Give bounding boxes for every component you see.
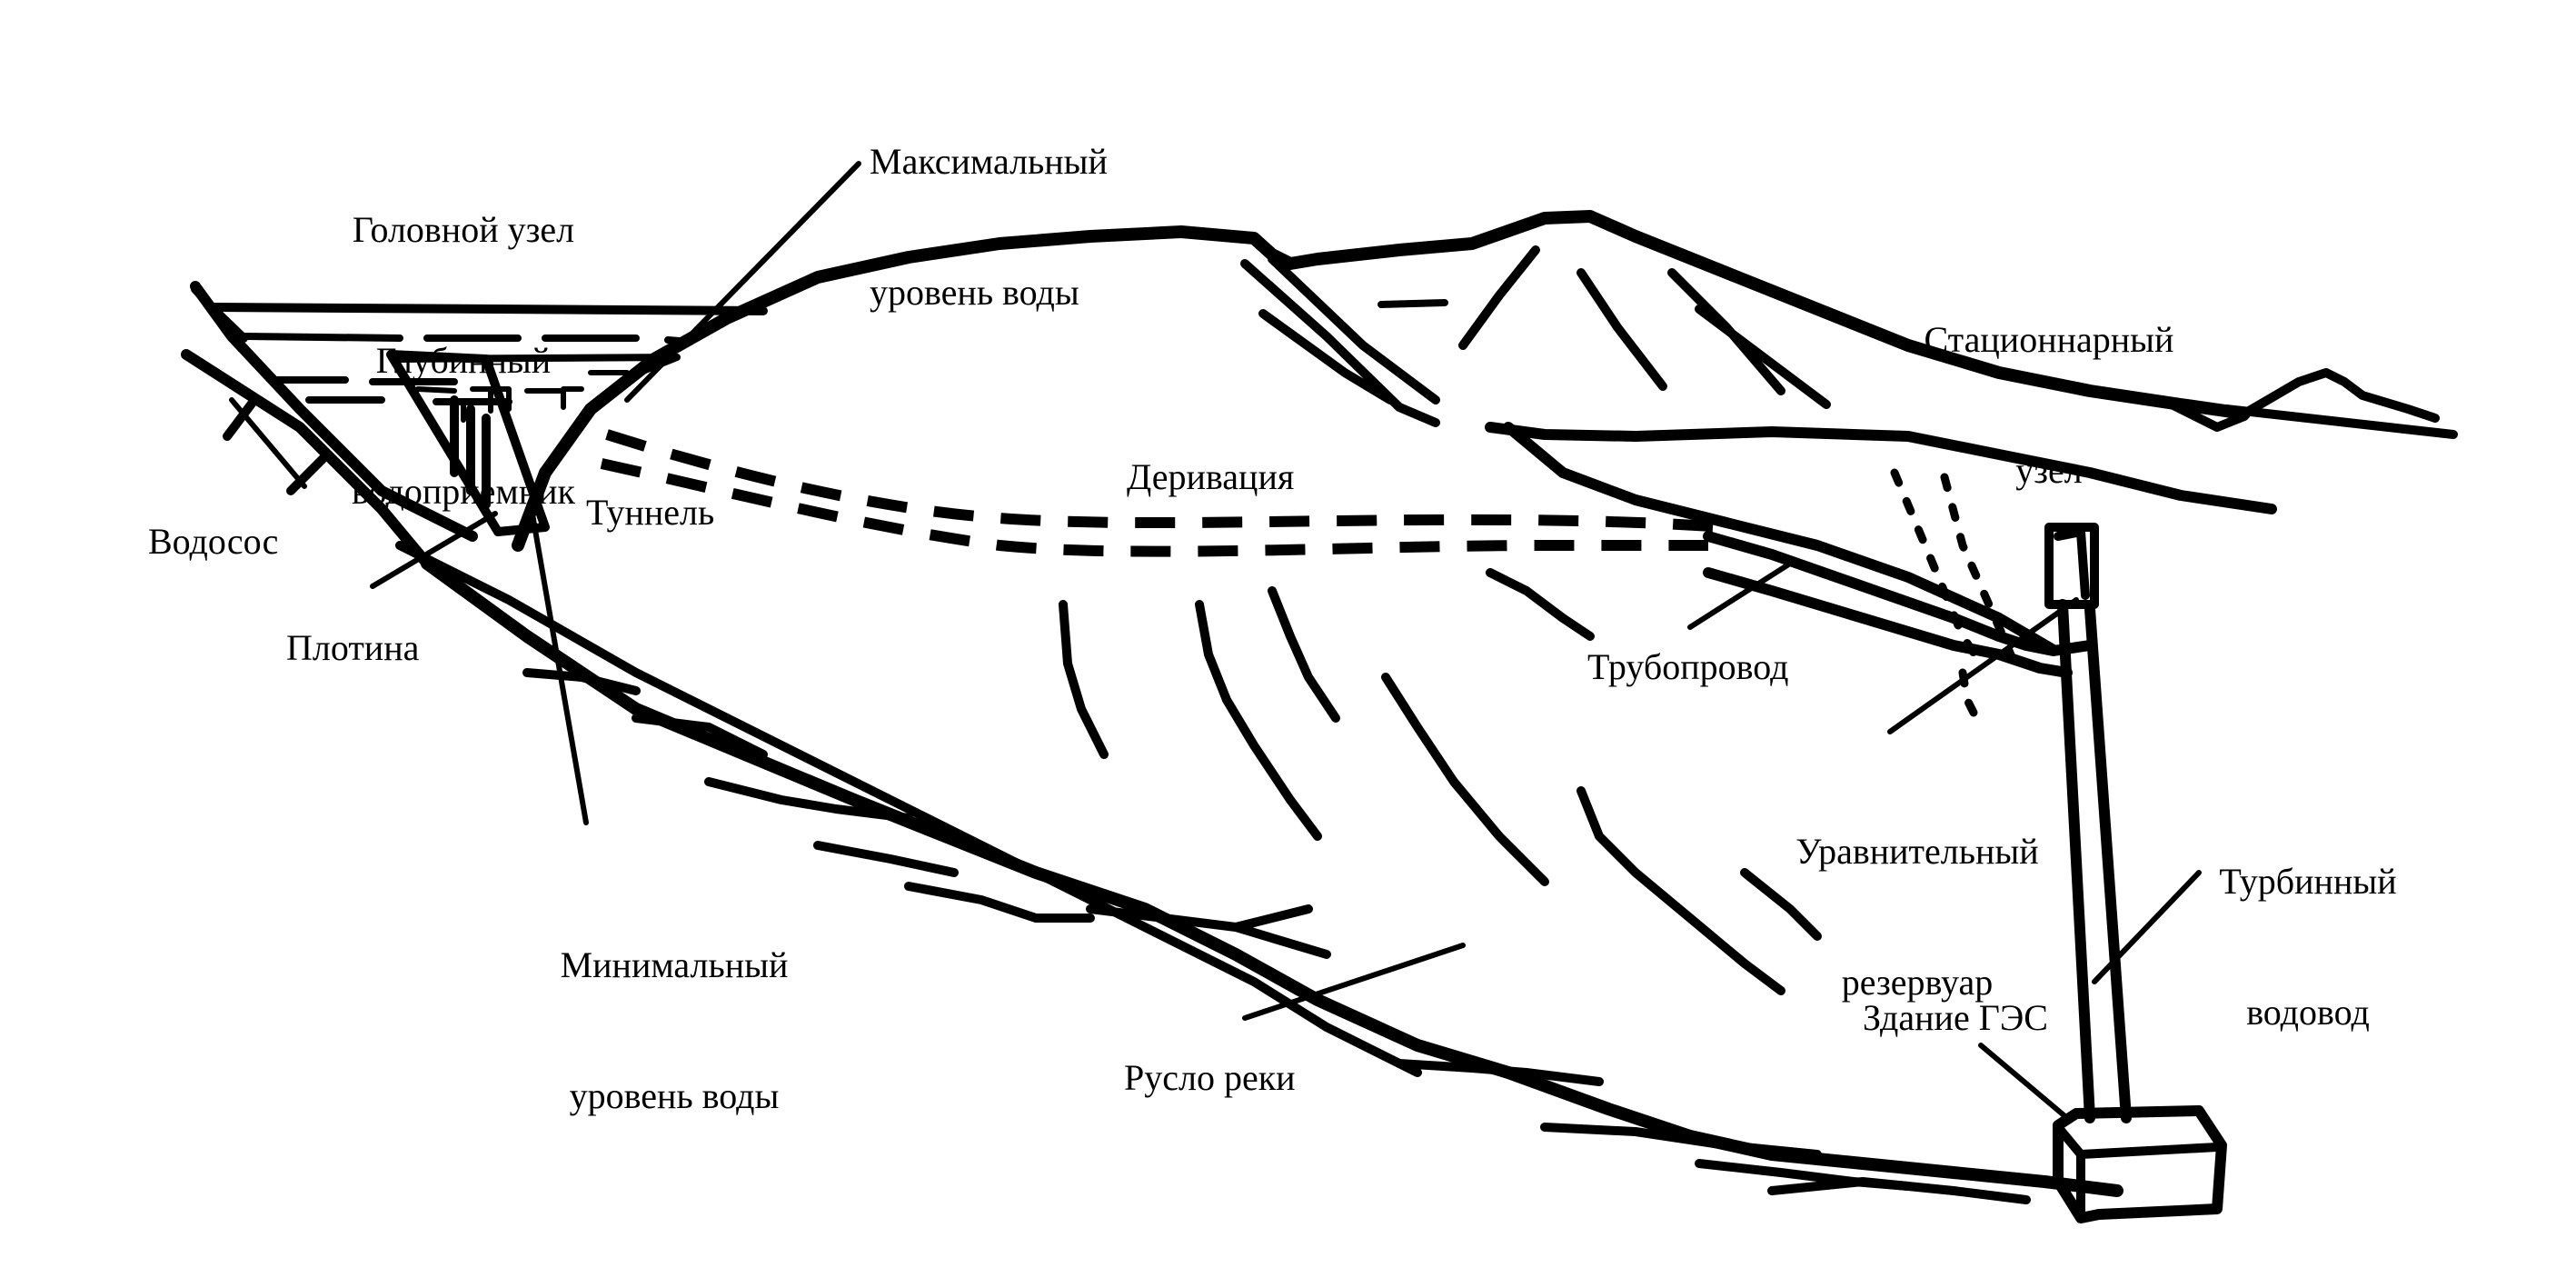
pipeline [1703,531,2095,678]
leader-pipeline [1687,561,1793,630]
derivation-label: Деривация [1127,456,1295,497]
leader-powerhouse [1978,1043,2070,1121]
powerhouse-label: Здание ГЭС [1863,997,2048,1038]
leader-max-water [624,161,861,403]
max-water-line2: уровень воды [870,272,1079,313]
min-water-line1: Минимальный [560,944,789,985]
vodosos-label: Водосос [148,521,279,562]
dam-label: Плотина [286,627,420,668]
tunnel-lower-dash [600,458,1708,557]
max-water-label: Максимальный уровень воды [870,53,1108,402]
head-node-label: Головной узел Глубинный водоприемник [327,121,600,601]
reservoir [191,285,768,423]
turbine-line1: Турбинный [2219,861,2397,902]
tunnel-label: Туннель [586,492,715,533]
tunnel-upper-dash [605,429,1727,533]
max-water-line1: Максимальный [870,141,1108,182]
surge-tank-label: Уравнительный резервуар [1763,743,2072,1092]
leader-turbine-conduit [2092,870,2202,984]
leader-surge-tank [1887,597,2079,734]
head-node-line2: Глубинный [375,340,552,381]
surge-tank [2044,523,2099,609]
stationary-node-label: Стационнарный узел [1917,231,2181,580]
pipeline-label: Трубопровод [1587,646,1789,687]
leader-lines [229,161,2202,1121]
lower-slope [395,541,2123,1204]
surge-tank-line2: резервуар [1841,962,1994,1003]
turbine-conduit [2057,599,2132,1123]
head-node-line3: водоприемник [352,471,575,512]
max-water-level-line [242,333,694,345]
powerhouse-building [2053,1105,2227,1223]
mountain [512,210,2458,655]
left-bank [181,281,478,569]
turbine-line2: водовод [2246,992,2370,1033]
dam [386,350,550,536]
stationary-line1: Стационнарный [1924,319,2174,360]
leader-vodosos [229,397,307,489]
stationary-line2: узел [2015,450,2083,491]
leader-dam [370,511,498,589]
riverbed-label: Русло реки [1124,1057,1296,1098]
min-water-label: Минимальный уровень воды [524,856,824,1205]
turbine-conduit-label: Турбинный водовод [2181,773,2435,1122]
surge-tank-line1: Уравнительный [1795,831,2039,872]
leader-riverbed [1242,943,1466,1021]
leader-min-water [529,506,589,825]
head-node-line1: Головной узел [352,209,575,250]
min-water-line2: уровень воды [569,1075,780,1116]
